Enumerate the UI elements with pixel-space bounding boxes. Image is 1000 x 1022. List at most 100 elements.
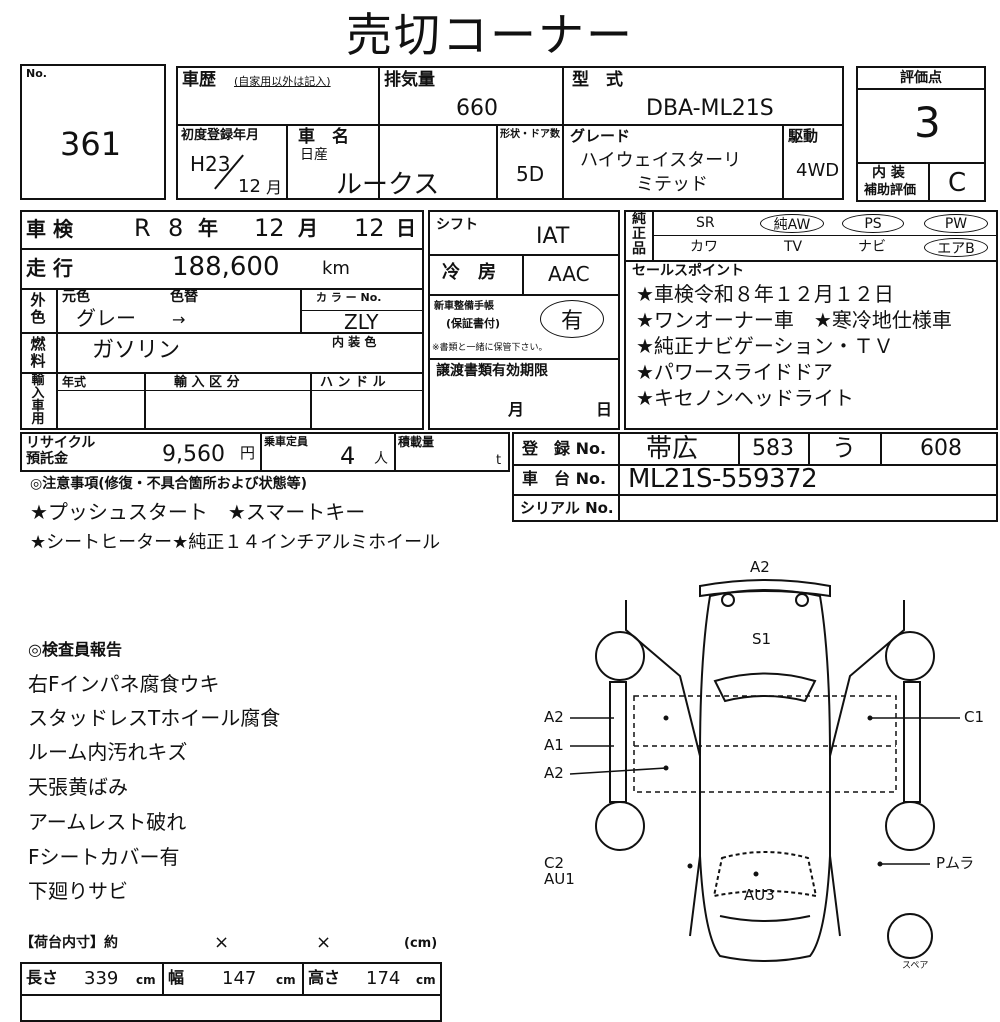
vehicle-info-table: 車歴 (自家用以外は記入) 排気量 660 型 式 DBA-ML21S 初度登録… (176, 66, 844, 200)
color-arrow: → (172, 310, 186, 329)
cargo-dimensions-table: 長さ 339 cm 幅 147 cm 高さ 174 cm (20, 962, 442, 1022)
cargo-width-value: 147 (222, 968, 257, 989)
chassis-value: ML21S-559372 (628, 464, 818, 494)
score-box: 評価点 3 内 装 補助評価 C (856, 66, 986, 202)
fuel-side-label: 燃料 (30, 335, 46, 370)
inspection-month-unit: 月 (298, 216, 318, 240)
recycle-unit: 円 (240, 444, 256, 462)
warranty-label-2: (保証書付) (446, 317, 501, 330)
car-name-value: ルークス (336, 170, 440, 200)
inspection-month: 12 (254, 214, 285, 242)
sales-point-5: ★キセノンヘッドライト (636, 386, 854, 410)
warranty-value: 有 (540, 300, 604, 338)
first-reg-era: H23 (190, 152, 231, 176)
inspector-header: ◎検査員報告 (28, 640, 122, 659)
diag-left-au1: AU1 (544, 870, 575, 888)
drive-label: 駆動 (788, 127, 819, 145)
cargo-height-value: 174 (366, 968, 401, 989)
equip-navi: ナビ (858, 239, 886, 255)
inspector-line-2: スタッドレスTホイール腐食 (28, 706, 281, 730)
grade-label: グレード (570, 127, 631, 145)
inspection-era: R (134, 214, 151, 242)
load-unit: t (496, 453, 502, 468)
recycle-label-1: リサイクル (26, 435, 96, 451)
roof-dashed-outline (633, 695, 897, 793)
chassis-label: 車 台 No. (522, 469, 607, 488)
wheel-front-right (885, 801, 935, 851)
diag-left-a2-1: A2 (544, 708, 564, 726)
lot-number-box: No. 361 (20, 64, 166, 200)
rear-light-right (795, 593, 809, 607)
spare-wheel (887, 913, 933, 959)
windshield-shape (712, 851, 818, 898)
equip-alloy-wheels: 純AW (760, 214, 824, 233)
diag-spare-label: スペア (902, 961, 929, 971)
equipment-side-label: 純正品 (632, 211, 646, 257)
shift-label: シフト (436, 217, 478, 233)
shape-value: 5D (516, 162, 545, 186)
inspection-block: 車 検 R 8 年 12 月 12 日 走 行 188,600 km 外色 元色… (20, 210, 424, 430)
registration-class: 583 (752, 436, 794, 461)
transfer-month-unit: 月 (508, 400, 525, 419)
diag-roof-s1: S1 (752, 630, 772, 648)
color-side-label: 外色 (30, 291, 46, 326)
warranty-note: ※書類と一緒に保管下さい。 (432, 343, 548, 353)
interior-color-label: 内 装 色 (332, 335, 377, 349)
cargo-times-1: × (214, 932, 230, 953)
registration-kana: う (832, 434, 856, 462)
cargo-height-label: 高さ (308, 968, 341, 987)
transfer-label: 譲渡書類有効期限 (436, 363, 548, 379)
registration-block: 登 録 No. 帯広 583 う 608 車 台 No. ML21S-55937… (512, 432, 998, 522)
score-value: 3 (914, 98, 941, 147)
capacity-label: 乗車定員 (264, 435, 308, 448)
cargo-length-unit: cm (136, 973, 156, 987)
cargo-length-label: 長さ (26, 968, 59, 987)
shift-value: IAT (536, 224, 570, 249)
load-label: 積載量 (398, 435, 435, 449)
mileage-label: 走 行 (26, 256, 73, 280)
notes-header: ◎注意事項(修復・不具合箇所および状態等) (30, 476, 308, 492)
sales-point-1: ★車検令和８年１２月１２日 (636, 282, 894, 306)
equip-power-steering: PS (842, 214, 904, 233)
inspection-label: 車 検 (26, 217, 73, 241)
lot-number-value: 361 (60, 125, 122, 163)
cargo-width-label: 幅 (168, 968, 185, 987)
equip-tv: TV (784, 239, 803, 255)
lot-number-label: No. (26, 67, 47, 80)
shape-label: 形状・ドア数 (500, 129, 560, 140)
first-reg-label: 初度登録年月 (181, 128, 260, 143)
displacement-label: 排気量 (384, 70, 435, 90)
cargo-unit-header: (cm) (404, 936, 438, 951)
cargo-times-2: × (316, 932, 332, 953)
color-change-label: 色替 (170, 289, 198, 305)
color-code-label: カ ラ ー No. (316, 291, 382, 304)
history-note: (自家用以外は記入) (234, 75, 331, 88)
grade-line2: ミテッド (636, 174, 708, 195)
car-name-label: 車 名 (298, 127, 349, 147)
inspector-line-4: 天張黄ばみ (28, 775, 128, 799)
cargo-length-value: 339 (84, 968, 119, 989)
wheel-front-left (595, 801, 645, 851)
shift-block: シフト IAT 冷 房 AAC 新車整備手帳 (保証書付) 有 ※書類と一緒に保… (428, 210, 620, 430)
inspector-line-1: 右Fインパネ腐食ウキ (28, 672, 220, 696)
equipment-block: 純正品 SR 純AW PS PW カワ TV ナビ エアB セールスポイント ★… (624, 210, 998, 430)
diag-right-p-mura: Pムラ (936, 854, 975, 872)
equip-airbag: エアB (924, 238, 988, 257)
interior-label-1: 内 装 (872, 165, 905, 181)
color-orig-label: 元色 (62, 289, 90, 305)
sales-point-4: ★パワースライドドア (636, 360, 833, 384)
recycle-value: 9,560 (162, 442, 225, 467)
inspection-day-unit: 日 (396, 216, 416, 240)
cargo-height-unit: cm (416, 973, 436, 987)
score-label: 評価点 (900, 70, 942, 86)
warranty-label-1: 新車整備手帳 (434, 301, 494, 312)
inspection-year: 8 (168, 214, 184, 242)
grade-line1: ハイウェイスターリ (580, 150, 742, 171)
mileage-unit: km (322, 258, 350, 279)
diag-top-a2: A2 (750, 558, 770, 576)
inspector-line-6: Fシートカバー有 (28, 845, 180, 869)
serial-label: シリアル No. (520, 499, 614, 517)
model-code-label: 型 式 (572, 70, 623, 90)
wheel-rear-left (595, 631, 645, 681)
first-reg-month-unit: 月 (266, 178, 283, 197)
